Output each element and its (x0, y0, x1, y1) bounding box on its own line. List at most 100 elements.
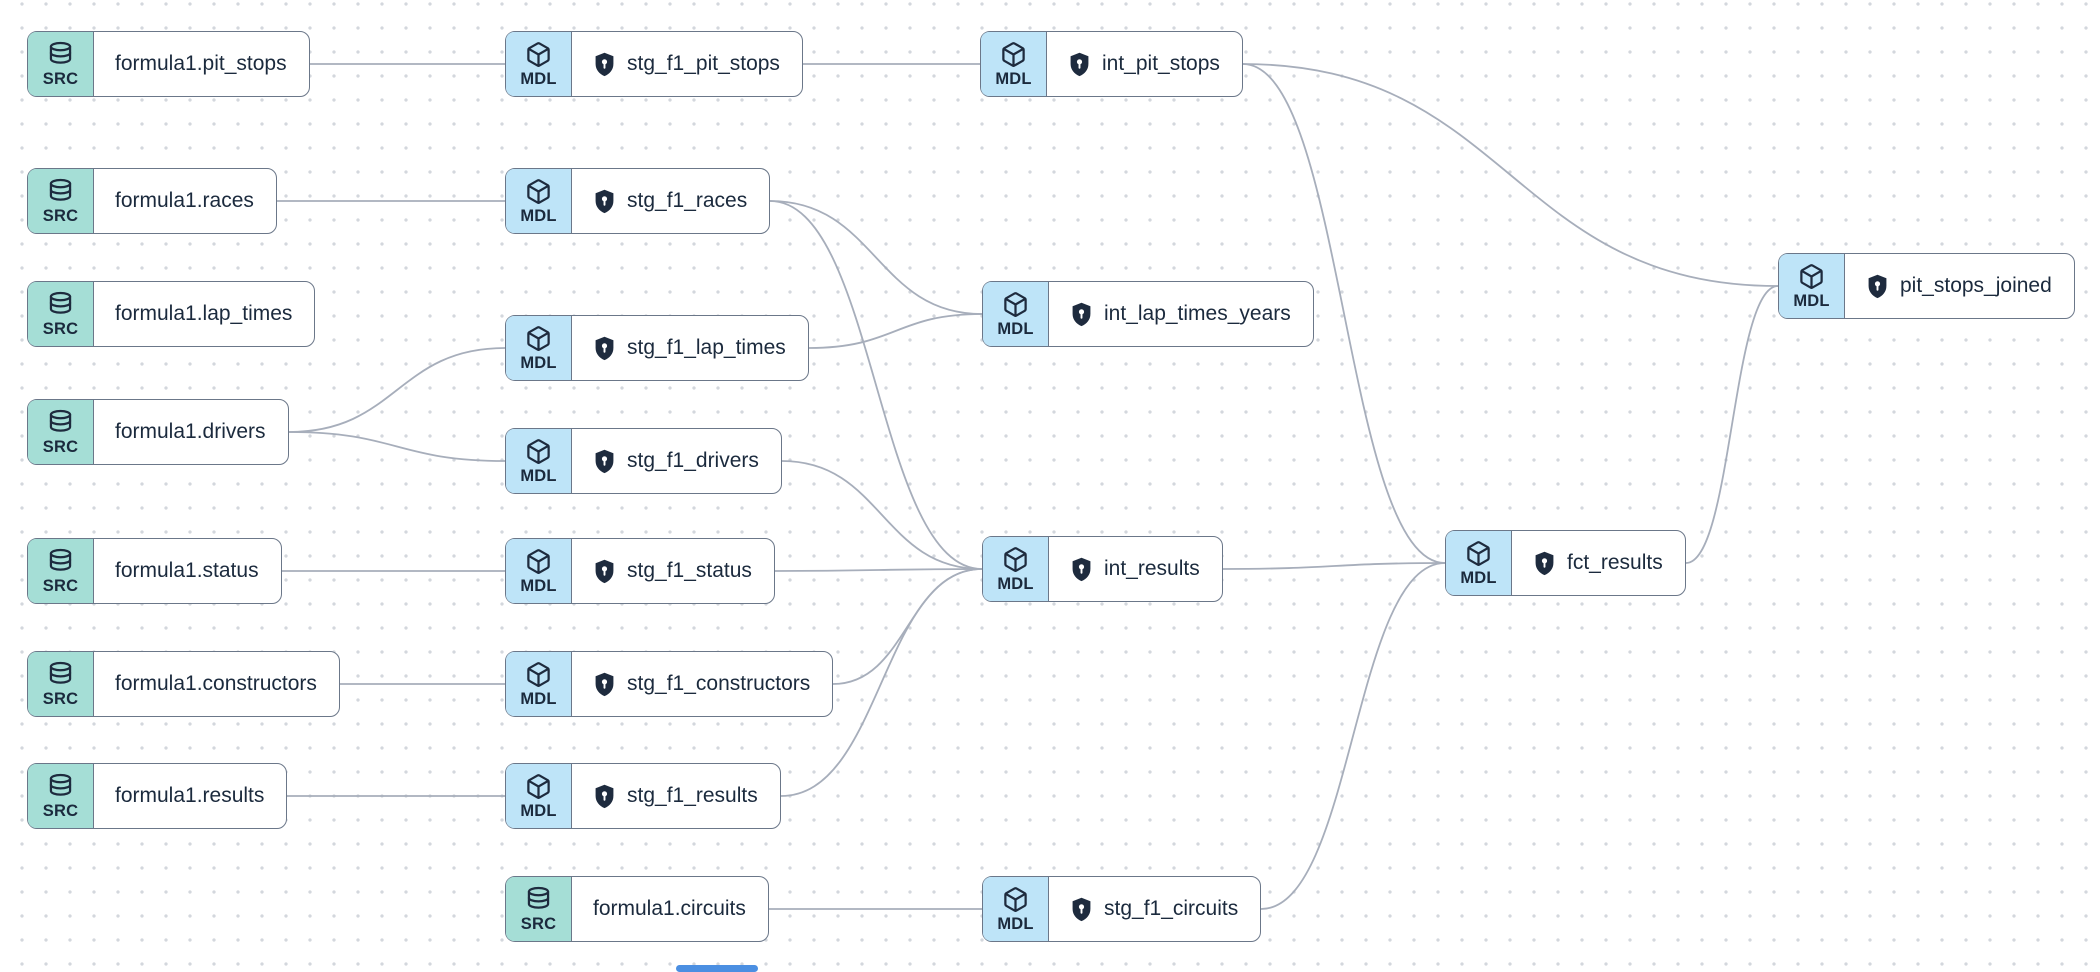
edge-int_results-to-fct_results (1222, 562, 1446, 570)
database-icon (47, 41, 74, 68)
shield-icon (1068, 52, 1091, 77)
badge-label: SRC (42, 801, 79, 820)
model-badge: MDL (506, 652, 572, 716)
node-label: stg_f1_races (627, 189, 748, 212)
model-badge: MDL (506, 316, 572, 380)
badge-label: MDL (520, 69, 557, 88)
cube-icon (525, 325, 552, 352)
source-badge: SRC (28, 539, 94, 603)
node-pit-stops-joined[interactable]: MDL pit_stops_joined (1778, 253, 2075, 319)
node-stg-f1-circuits[interactable]: MDL stg_f1_circuits (982, 876, 1262, 942)
badge-label: SRC (42, 689, 79, 708)
edge-src_drivers-to-stg_drivers (288, 431, 506, 462)
model-badge: MDL (506, 169, 572, 233)
badge-label: MDL (520, 689, 557, 708)
cube-icon (525, 661, 552, 688)
node-int-pit-stops[interactable]: MDL int_pit_stops (980, 31, 1243, 97)
badge-label: SRC (42, 69, 79, 88)
shield-icon (1070, 557, 1093, 582)
model-badge: MDL (983, 537, 1049, 601)
source-badge: SRC (28, 764, 94, 828)
node-stg-f1-races[interactable]: MDL stg_f1_races (505, 168, 771, 234)
source-badge: SRC (28, 32, 94, 96)
database-icon (47, 178, 74, 205)
node-formula1-results[interactable]: SRC formula1.results (27, 763, 288, 829)
cube-icon (525, 548, 552, 575)
cube-icon (1798, 263, 1825, 290)
badge-label: MDL (520, 801, 557, 820)
database-icon (47, 773, 74, 800)
database-icon (47, 548, 74, 575)
edge-stg_results-to-int_results (780, 568, 983, 797)
node-label: formula1.circuits (593, 897, 746, 920)
scrollbar-horizontal[interactable] (676, 965, 758, 972)
node-label: stg_f1_circuits (1104, 897, 1239, 920)
node-int-results[interactable]: MDL int_results (982, 536, 1223, 602)
node-stg-f1-lap-times[interactable]: MDL stg_f1_lap_times (505, 315, 809, 381)
source-badge: SRC (506, 877, 572, 941)
node-label: formula1.constructors (115, 672, 317, 695)
model-badge: MDL (506, 764, 572, 828)
shield-icon (1070, 302, 1093, 327)
node-int-lap-times-years[interactable]: MDL int_lap_times_years (982, 281, 1314, 347)
node-label: stg_f1_status (627, 559, 752, 582)
cube-icon (1465, 540, 1492, 567)
badge-label: SRC (520, 914, 557, 933)
node-formula1-status[interactable]: SRC formula1.status (27, 538, 282, 604)
model-badge: MDL (1446, 531, 1512, 595)
node-formula1-races[interactable]: SRC formula1.races (27, 168, 277, 234)
database-icon (525, 886, 552, 913)
node-stg-f1-results[interactable]: MDL stg_f1_results (505, 763, 781, 829)
badge-label: SRC (42, 437, 79, 456)
edge-src_drivers-to-stg_lap_times (288, 347, 506, 433)
source-badge: SRC (28, 652, 94, 716)
node-stg-f1-drivers[interactable]: MDL stg_f1_drivers (505, 428, 782, 494)
node-label: int_results (1104, 557, 1200, 580)
model-badge: MDL (981, 32, 1047, 96)
badge-label: MDL (520, 353, 557, 372)
node-label: formula1.status (115, 559, 259, 582)
source-badge: SRC (28, 169, 94, 233)
node-label: pit_stops_joined (1900, 274, 2052, 297)
source-badge: SRC (28, 282, 94, 346)
shield-icon (593, 672, 616, 697)
shield-icon (593, 559, 616, 584)
cube-icon (1002, 291, 1029, 318)
node-stg-f1-pit-stops[interactable]: MDL stg_f1_pit_stops (505, 31, 803, 97)
edge-stg_races-to-int_lap_times_years (769, 200, 983, 315)
edge-int_pit_stops-to-fct_results (1242, 63, 1446, 564)
cube-icon (525, 438, 552, 465)
badge-label: MDL (520, 576, 557, 595)
node-label: stg_f1_constructors (627, 672, 811, 695)
cube-icon (1000, 41, 1027, 68)
badge-label: MDL (997, 574, 1034, 593)
shield-icon (593, 784, 616, 809)
node-label: int_pit_stops (1102, 52, 1220, 75)
node-formula1-lap-times[interactable]: SRC formula1.lap_times (27, 281, 316, 347)
node-fct-results[interactable]: MDL fct_results (1445, 530, 1686, 596)
node-formula1-constructors[interactable]: SRC formula1.constructors (27, 651, 340, 717)
node-label: stg_f1_drivers (627, 449, 759, 472)
node-label: stg_f1_lap_times (627, 336, 786, 359)
edge-stg_lap_times-to-int_lap_times_years (808, 313, 983, 349)
node-formula1-drivers[interactable]: SRC formula1.drivers (27, 399, 289, 465)
badge-label: MDL (997, 319, 1034, 338)
edge-fct_results-to-pit_stops_joined (1685, 285, 1779, 564)
node-formula1-pit-stops[interactable]: SRC formula1.pit_stops (27, 31, 310, 97)
badge-label: MDL (520, 206, 557, 225)
node-formula1-circuits[interactable]: SRC formula1.circuits (505, 876, 769, 942)
shield-icon (1533, 551, 1556, 576)
shield-icon (1866, 274, 1889, 299)
edge-stg_circuits-to-fct_results (1260, 562, 1446, 910)
node-label: formula1.results (115, 784, 265, 807)
node-stg-f1-constructors[interactable]: MDL stg_f1_constructors (505, 651, 834, 717)
shield-icon (1070, 897, 1093, 922)
badge-label: MDL (520, 466, 557, 485)
model-badge: MDL (506, 539, 572, 603)
badge-label: SRC (42, 319, 79, 338)
node-label: formula1.lap_times (115, 302, 293, 325)
badge-label: MDL (995, 69, 1032, 88)
node-stg-f1-status[interactable]: MDL stg_f1_status (505, 538, 775, 604)
